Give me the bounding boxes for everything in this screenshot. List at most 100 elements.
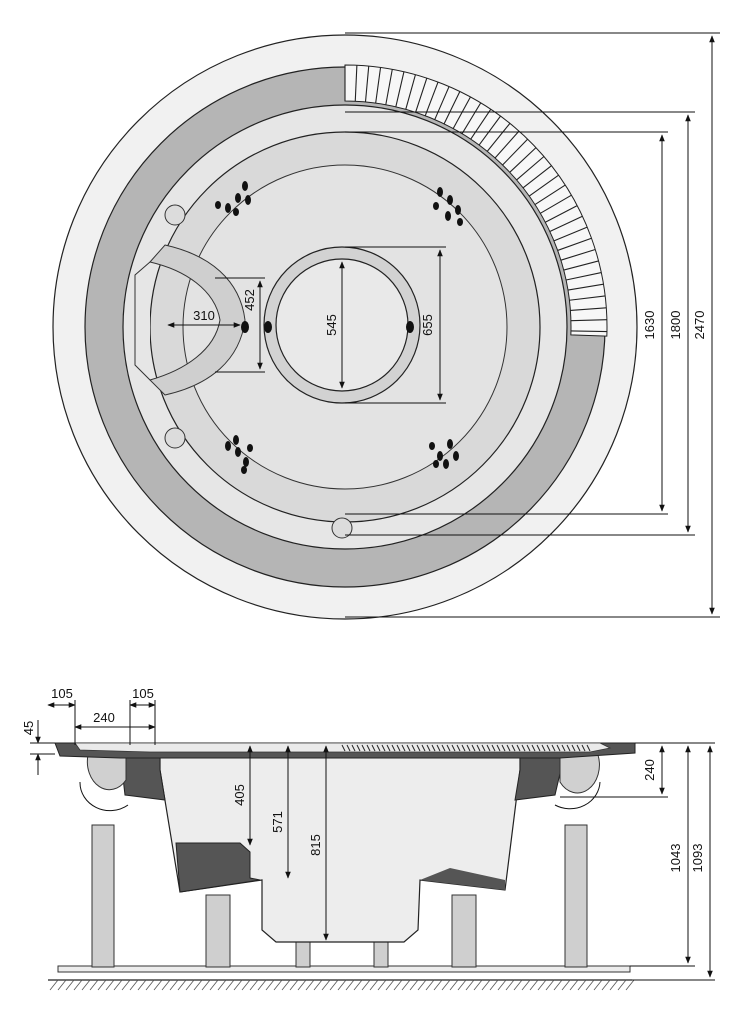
dim-depth-1: 405 bbox=[232, 784, 247, 806]
dim-ledge-width: 240 bbox=[93, 710, 115, 725]
grille-side bbox=[341, 744, 591, 752]
hatch-line bbox=[601, 979, 611, 991]
grille-side-rib bbox=[411, 744, 416, 752]
grille-side-rib bbox=[396, 744, 401, 752]
dim-rim-left-1: 105 bbox=[51, 686, 73, 701]
support-leg bbox=[564, 824, 588, 968]
hatch-line bbox=[393, 979, 403, 991]
grille-side-rib bbox=[511, 744, 516, 752]
hatch-line bbox=[233, 979, 243, 991]
hatch-line bbox=[353, 979, 363, 991]
grille-rib bbox=[516, 156, 545, 181]
grille-side-rib bbox=[441, 744, 446, 752]
dim-rim-thickness: 45 bbox=[21, 721, 36, 735]
hatch-line bbox=[337, 979, 347, 991]
hatch-line bbox=[577, 979, 587, 991]
hatch-line bbox=[265, 979, 275, 991]
hatch-line bbox=[193, 979, 203, 991]
grille-rib bbox=[375, 67, 382, 104]
grille-rib bbox=[509, 147, 537, 173]
hatch-line bbox=[489, 979, 499, 991]
pillow-right bbox=[559, 754, 600, 794]
grille-rib bbox=[549, 215, 583, 232]
top-view: 2470 1800 1630 655 545 310 452 bbox=[52, 32, 720, 620]
grille-side-rib bbox=[481, 744, 486, 752]
grille-side-rib bbox=[351, 744, 356, 752]
hatch-line bbox=[377, 979, 387, 991]
armrest-arc bbox=[554, 781, 601, 810]
grille-rib bbox=[452, 96, 471, 129]
headrest-grille bbox=[344, 64, 608, 337]
grille-rib bbox=[405, 74, 416, 110]
base-plate bbox=[57, 965, 631, 973]
hatch-line bbox=[97, 979, 107, 991]
grille-side-rib bbox=[436, 744, 441, 752]
grille-side-rib bbox=[431, 744, 436, 752]
hatch-line bbox=[465, 979, 475, 991]
step-left bbox=[134, 261, 151, 381]
hatch-line bbox=[569, 979, 579, 991]
grille-side-rib bbox=[361, 744, 366, 752]
hatch-line bbox=[201, 979, 211, 991]
hatch-line bbox=[257, 979, 267, 991]
grille-side-rib bbox=[346, 744, 351, 752]
hatch-line bbox=[425, 979, 435, 991]
dim-depth-2: 571 bbox=[270, 811, 285, 833]
grille-rib bbox=[565, 271, 602, 281]
hatch-line bbox=[89, 979, 99, 991]
hatch-line bbox=[449, 979, 459, 991]
grille-rib bbox=[563, 260, 599, 271]
grille-side-rib bbox=[376, 744, 381, 752]
hatch-line bbox=[73, 979, 83, 991]
grille-side-rib bbox=[456, 744, 461, 752]
grille-rib bbox=[443, 91, 461, 125]
dim-ledge-depth-right: 240 bbox=[642, 759, 657, 781]
grille-rib bbox=[569, 295, 606, 301]
grille-rib bbox=[570, 319, 607, 322]
hatch-line bbox=[401, 979, 411, 991]
grille-side-rib bbox=[401, 744, 406, 752]
grille-side-rib bbox=[581, 744, 586, 752]
jet-icon bbox=[406, 321, 414, 333]
jet-icon bbox=[264, 321, 272, 333]
hatch-line bbox=[129, 979, 139, 991]
grille-side-rib bbox=[531, 744, 536, 752]
grille-rib bbox=[486, 123, 511, 152]
pillow-icon bbox=[164, 204, 186, 226]
grille-side-rib bbox=[426, 744, 431, 752]
hatch-line bbox=[249, 979, 259, 991]
dim-seat-depth: 452 bbox=[242, 289, 257, 311]
hatch-line bbox=[609, 979, 619, 991]
hatch-line bbox=[145, 979, 155, 991]
grille-side-rib bbox=[536, 744, 541, 752]
grille-rib bbox=[567, 283, 604, 291]
grille-side-rib bbox=[471, 744, 476, 752]
grille-rib bbox=[364, 66, 370, 102]
floor-shading bbox=[420, 868, 505, 890]
grille-side-rib bbox=[566, 744, 571, 752]
hatch-line bbox=[225, 979, 235, 991]
grille-side-rib bbox=[571, 744, 576, 752]
hatch-line bbox=[553, 979, 563, 991]
grille-side-rib bbox=[446, 744, 451, 752]
right-flange bbox=[514, 751, 566, 801]
hatch-line bbox=[441, 979, 451, 991]
grille-rib bbox=[494, 130, 520, 159]
grille-side-rib bbox=[391, 744, 396, 752]
jet-group bbox=[225, 435, 253, 474]
grille-side-rib bbox=[546, 744, 551, 752]
grille-side-rib bbox=[496, 744, 501, 752]
grille-side-rib bbox=[521, 744, 526, 752]
grille-rib bbox=[557, 237, 592, 251]
hatch-line bbox=[297, 979, 307, 991]
hatch-line bbox=[585, 979, 595, 991]
grille-side-rib bbox=[506, 744, 511, 752]
hatch-line bbox=[457, 979, 467, 991]
grille-rib bbox=[385, 69, 393, 105]
grille-rib bbox=[528, 174, 559, 197]
grille-side-rib bbox=[501, 744, 506, 752]
left-flange bbox=[119, 751, 166, 801]
dim-height-1: 1043 bbox=[668, 844, 683, 873]
grille-side-rib bbox=[556, 744, 561, 752]
seat-cutout bbox=[149, 244, 246, 396]
